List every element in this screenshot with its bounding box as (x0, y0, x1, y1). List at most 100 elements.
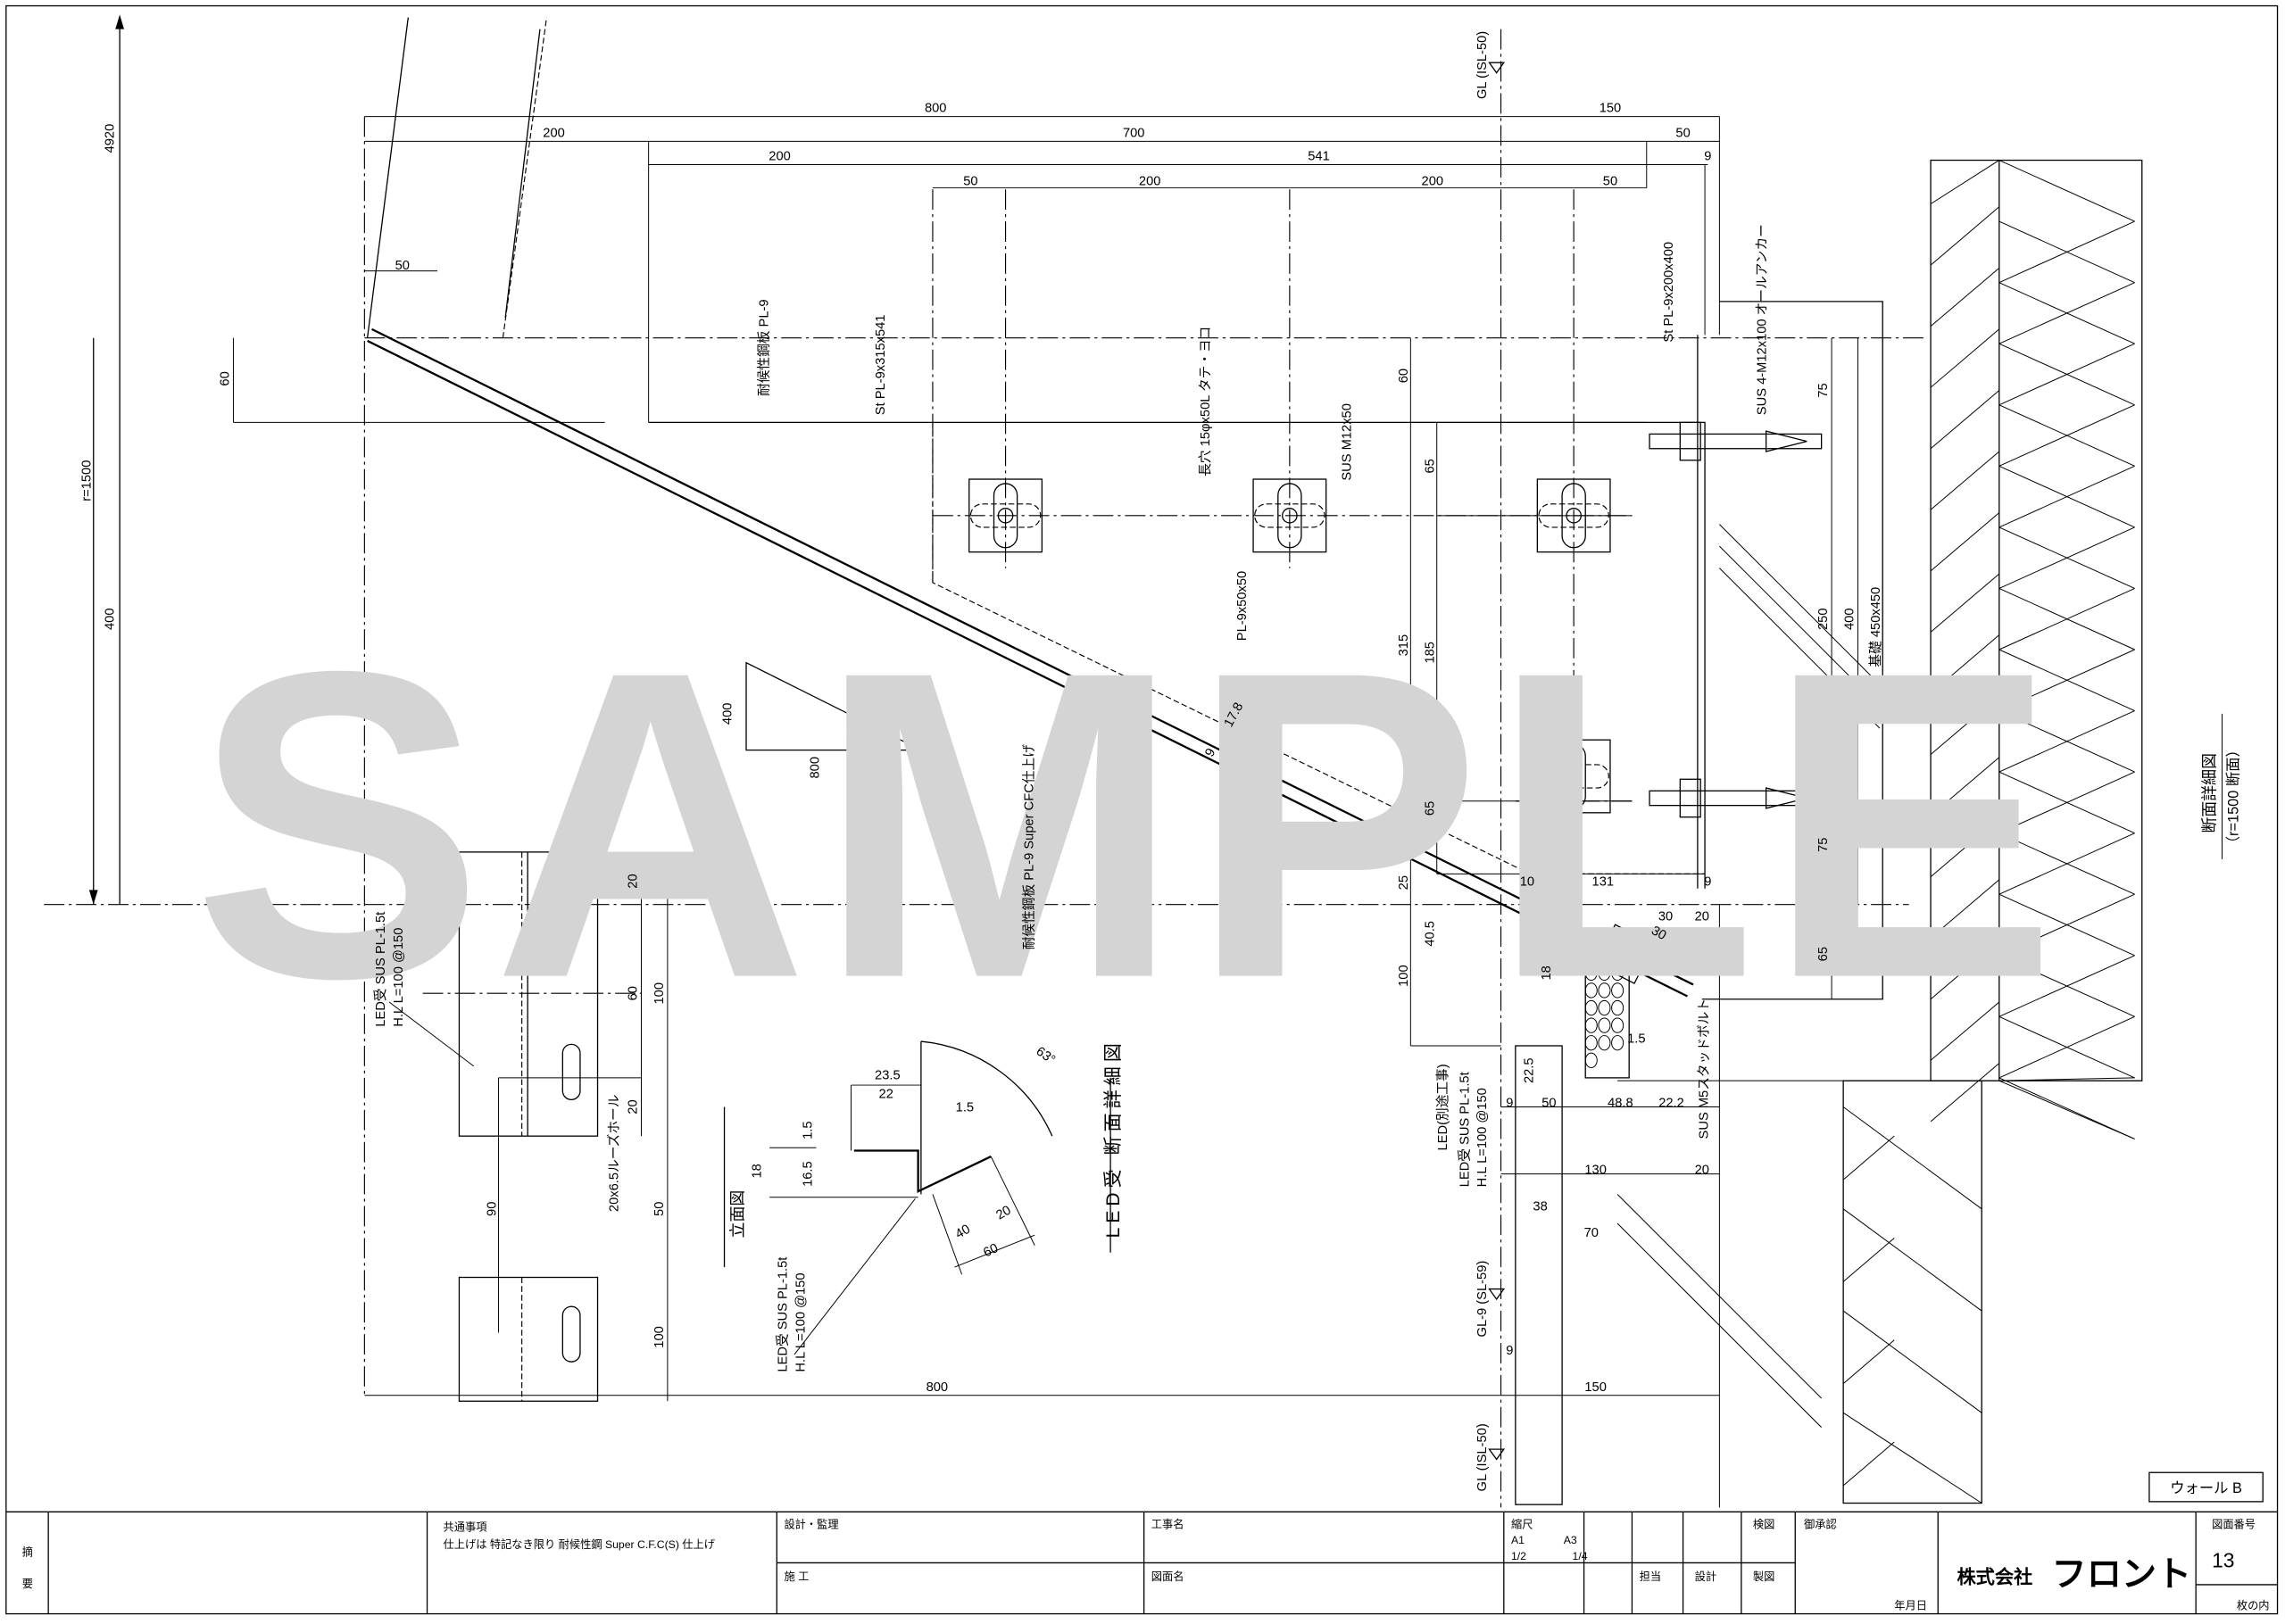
hatch-line (1930, 160, 2000, 204)
dim-label: 200 (1139, 174, 1161, 188)
gravel-stone (1598, 1035, 1611, 1051)
construction-label: 施 工 (784, 1570, 809, 1583)
gravel-stone (1598, 1017, 1611, 1033)
dim-label: 100 (1397, 965, 1411, 987)
dim-label: 65 (1423, 459, 1437, 473)
dim-label: 400 (104, 608, 118, 630)
dim-label: 60 (1397, 369, 1411, 383)
scale-a3-value: 1/4 (1573, 1550, 1588, 1562)
gravel-stone (1611, 1035, 1624, 1051)
gl-label-bottom: GL (ISL-50) (1475, 1423, 1490, 1491)
gl-label-top: GL (ISL-50) (1475, 31, 1490, 99)
dim-label: 90 (485, 1202, 499, 1216)
dim-label: 60 (219, 371, 233, 385)
design-label: 設計 (1695, 1570, 1716, 1583)
hatch-line (1998, 771, 2135, 834)
dim-label: 16.5 (801, 1161, 815, 1187)
annotations: 耐候性鋼板 PL-9 St PL-9x315x541 長穴 15φx50L タテ… (373, 31, 2241, 1492)
note-st-plate-main: St PL-9x315x541 (874, 315, 888, 416)
dim-label: 700 (1123, 126, 1145, 140)
note-loose-hole: 20x6.5ルーズホール (606, 1095, 621, 1213)
hatch-line (1998, 1015, 2135, 1079)
dim-label: 150 (1600, 102, 1622, 116)
drafting-label: 製図 (1753, 1570, 1774, 1583)
hatch-line (1842, 1412, 1982, 1504)
hatch-line (1930, 573, 2000, 633)
common-text: 仕上げは 特記なき限り 耐候性鋼 Super C.F.C(S) 仕上げ (444, 1537, 716, 1551)
hatch-line (1998, 710, 2135, 773)
dim-label: 200 (543, 126, 565, 140)
hatch-line (1998, 526, 2135, 589)
hatch-line (1998, 404, 2135, 467)
hatch-line (1930, 879, 2000, 939)
note-st-plate-base: St PL-9x200x400 (1662, 242, 1676, 343)
scale-label: 縮尺 (1511, 1517, 1533, 1530)
dim-label: 30 (1658, 910, 1673, 924)
dim-label: 60 (627, 986, 641, 1000)
section-title: 断面詳細図 (2200, 753, 2218, 833)
dim-label: 20 (627, 1099, 641, 1114)
section-subtitle: （r=1500 断面） (2225, 742, 2241, 850)
drawing-number-label: 図面番号 (2212, 1518, 2256, 1530)
hatch-line (1930, 634, 2000, 694)
note-foundation: 基礎 450x450 (1868, 587, 1883, 667)
company-name: フロント (2052, 1556, 2192, 1595)
gravel-stone (1584, 965, 1598, 982)
anchor-bolt (1649, 421, 1823, 461)
hatch-line (1998, 343, 2135, 406)
gravel-stone (1611, 965, 1624, 982)
hatch-line (1842, 1441, 1895, 1487)
note-beam-plate: 耐候性鋼板 PL-9 Super CFC仕上げ (1021, 744, 1037, 949)
dim-label: 70 (1584, 1226, 1599, 1240)
dim-label: 4920 (104, 124, 118, 153)
hatch-line (1998, 955, 2135, 1017)
bolt-plate (1536, 739, 1611, 814)
dim-label: 20 (993, 1203, 1013, 1222)
dim-label: 22.5 (1522, 1057, 1536, 1083)
dim-label: 250 (1816, 608, 1831, 630)
dim-label: 18 (750, 1164, 764, 1178)
hatch-line (1998, 1077, 2135, 1081)
hatch-line (1998, 220, 2135, 284)
hatch-line (1930, 695, 2000, 755)
company-prefix: 株式会社 (1957, 1565, 2032, 1587)
wall-zigzag (504, 29, 541, 318)
note-sus-bolt: SUS M12x50 (1340, 403, 1354, 481)
dim-label: 22.2 (1658, 1097, 1684, 1111)
gravel-stone (1584, 999, 1598, 1016)
approval-label: 御承認 (1804, 1517, 1837, 1530)
hatch-line (1998, 282, 2135, 344)
dim-label: 30 (1649, 924, 1668, 943)
elevation-title: 立面図 (729, 1190, 747, 1239)
dim-label: 65 (1423, 801, 1437, 816)
dim-label: 185 (1423, 642, 1437, 664)
bolt-plate (1536, 478, 1611, 553)
checked-label: 検図 (1753, 1518, 1774, 1530)
gravel-stone (1598, 999, 1611, 1016)
hatch-line (1998, 160, 2135, 222)
dim-label: 75 (1816, 383, 1831, 397)
note-slot-hole: 長穴 15φx50L タテ・ヨコ (1198, 327, 1213, 476)
bolt-plate (1252, 478, 1327, 553)
common-heading: 共通事項 (444, 1521, 487, 1534)
note-led-bracket: LED受 SUS PL-1.5t (1458, 1072, 1473, 1187)
dim-label: 9 (1506, 1097, 1513, 1111)
gravel-stone (1598, 965, 1611, 982)
note-weathering-plate: 耐候性鋼板 PL-9 (756, 299, 772, 396)
wall-tag: ウォール B (2148, 1471, 2264, 1503)
dim-label: 23.5 (875, 1069, 901, 1083)
hatch-line (1998, 1077, 2135, 1139)
hatch-line (1930, 1063, 2000, 1123)
gravel-stone (1611, 999, 1624, 1016)
note-stud-bolt: SUS M5スタッドボルト (1696, 998, 1711, 1139)
hatch-line (1930, 757, 2000, 816)
date-label: 年月日 (1894, 1600, 1927, 1612)
dim-label: r=1500 (79, 460, 94, 501)
hatch-line (1842, 1106, 1982, 1210)
note-led-other-work: LED(別途工事) (1435, 1064, 1450, 1150)
hatch-line (1998, 465, 2135, 528)
bolt-plate (968, 478, 1043, 553)
hatch-line (1842, 1339, 1895, 1385)
anchor-bolt (1649, 778, 1823, 818)
sample-watermark: SAMPLE (193, 581, 2066, 1069)
